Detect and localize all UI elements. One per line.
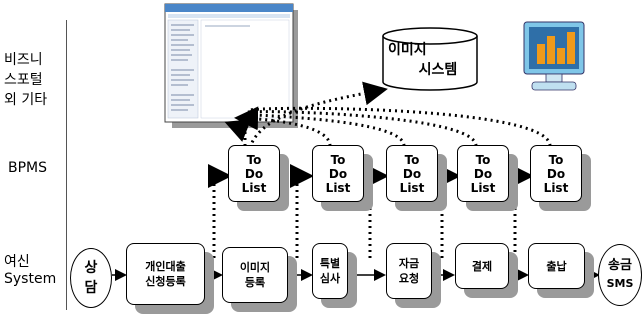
app-window-thumbnail (164, 3, 298, 128)
lane-bpms: BPMS (8, 160, 48, 176)
step-disbursement: 출납 (528, 243, 585, 289)
dotted-arrows-up (208, 164, 534, 258)
step-approval: 결제 (455, 243, 509, 289)
lane-business-portal: 비즈니 스포털 외 기타 (4, 52, 48, 108)
dotted-arrows-to-systems (224, 81, 552, 149)
image-system-label: 이미지 시스템 (388, 42, 458, 78)
lane-separator (66, 20, 67, 310)
lane-loan-system: 여신 System (4, 254, 57, 287)
monitor-chart-icon (523, 21, 585, 91)
